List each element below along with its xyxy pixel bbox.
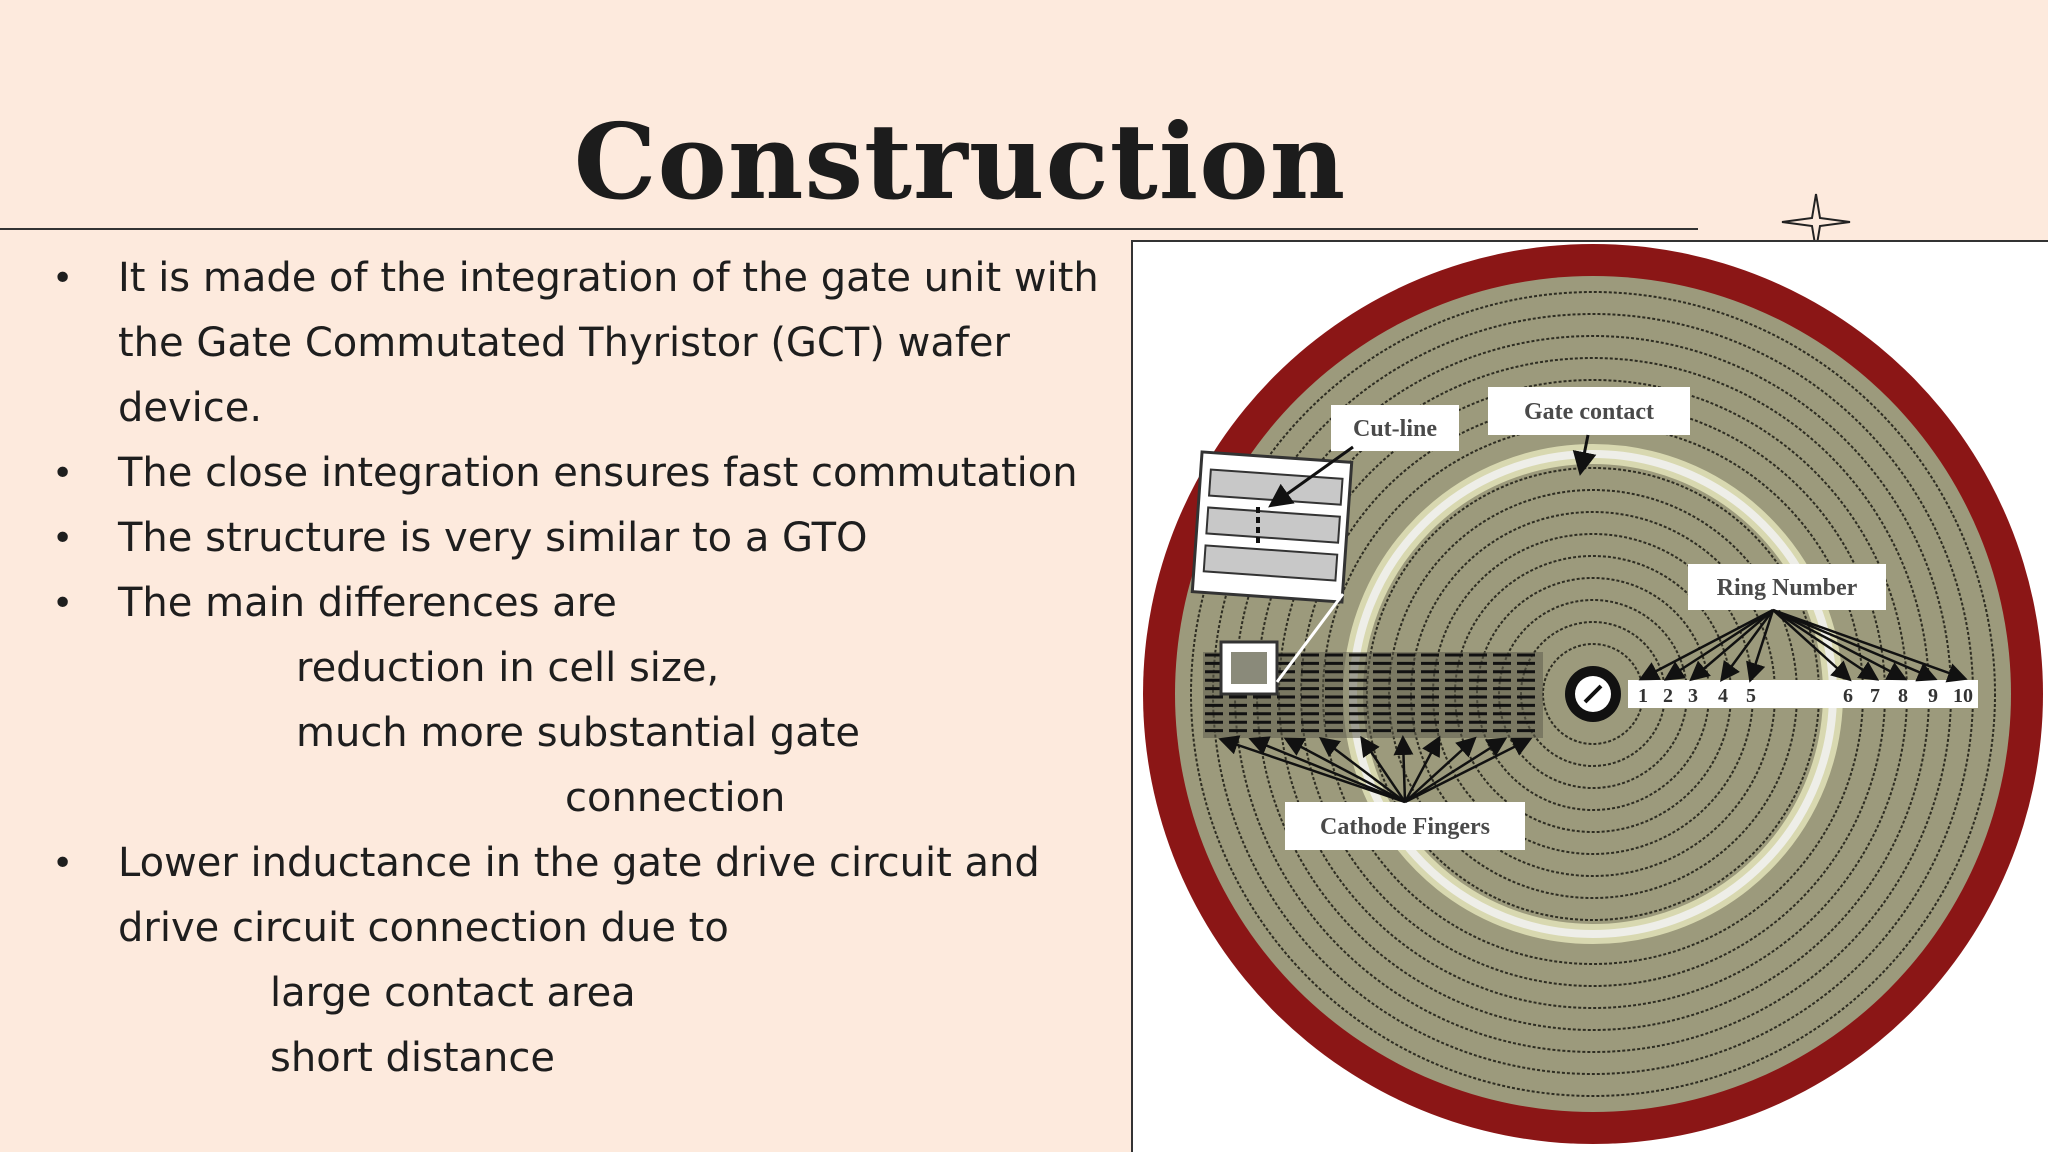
title-divider — [0, 228, 1698, 230]
bullet-list: • It is made of the integration of the g… — [0, 246, 1120, 1091]
annotation-arrow — [1393, 735, 1414, 803]
ring-number: 5 — [1746, 685, 1756, 707]
annotation-arrow — [1746, 609, 1775, 683]
reason-item: short distance — [270, 1035, 555, 1081]
bullet-dot-icon: • — [52, 453, 74, 494]
cathode-fingers-label-box — [1285, 802, 1525, 850]
bullet-line: drive circuit connection due to — [118, 905, 729, 951]
annotation-arrows — [1218, 434, 1968, 804]
bullet-line: the Gate Commutated Thyristor (GCT) wafe… — [118, 320, 1010, 366]
annotation-arrow — [1772, 609, 1852, 682]
bullet-item: • The close integration ensures fast com… — [0, 441, 1120, 506]
ring-number: 4 — [1718, 685, 1728, 707]
bullet-item: • The main differences are — [0, 571, 1120, 636]
bullet-line: device. — [118, 385, 263, 431]
inset-finger — [1205, 506, 1341, 544]
gate-contact-label-box — [1488, 387, 1690, 435]
ring-number: 2 — [1663, 685, 1673, 707]
annotation-arrow — [1403, 735, 1441, 803]
ring-number: 10 — [1953, 685, 1973, 707]
difference-item: connection — [565, 775, 786, 821]
bullet-line: The main differences are — [118, 580, 617, 626]
reason-item: large contact area — [270, 970, 636, 1016]
bullet-dot-icon: • — [52, 843, 74, 884]
bullet-line: It is made of the integration of the gat… — [118, 255, 1099, 301]
cathode-fingers-label: Cathode Fingers — [1320, 814, 1490, 840]
ring-number-label-box — [1688, 564, 1886, 610]
bullet-line: The close integration ensures fast commu… — [118, 450, 1078, 496]
ring-number: 8 — [1898, 685, 1908, 707]
inset-source-fill — [1231, 652, 1267, 684]
difference-item: reduction in cell size, — [296, 645, 720, 691]
annotation-arrow — [1772, 608, 1968, 683]
bullet-item: • It is made of the integration of the g… — [0, 246, 1120, 441]
bullet-dot-icon: • — [52, 258, 74, 299]
annotation-arrow — [1689, 609, 1774, 682]
annotation-arrow — [1772, 608, 1938, 682]
annotation-arrow — [1720, 609, 1775, 683]
ring-number: 1 — [1638, 685, 1648, 707]
annotation-arrow — [1663, 608, 1774, 681]
bullet-dot-icon: • — [52, 583, 74, 624]
bullet-item: • Lower inductance in the gate drive cir… — [0, 831, 1120, 961]
ring-number: 6 — [1843, 685, 1853, 707]
ring-number-strip — [1628, 680, 1978, 708]
cut-line-label: Cut-line — [1353, 416, 1437, 442]
annotation-arrow — [1772, 608, 1880, 681]
ring-number: 7 — [1870, 685, 1880, 707]
wafer-ring — [1190, 291, 1996, 1097]
annotation-arrow — [1404, 736, 1477, 803]
annotation-arrow — [1360, 735, 1407, 803]
annotation-arrow — [1248, 736, 1406, 804]
ring-number-label: Ring Number — [1717, 575, 1858, 601]
slide-title: Construction — [573, 100, 1347, 223]
bullet-dot-icon: • — [52, 518, 74, 559]
difference-item: much more substantial gate — [296, 710, 861, 756]
ring-number: 9 — [1928, 685, 1938, 707]
gate-contact-label: Gate contact — [1524, 399, 1654, 425]
bullet-line: Lower inductance in the gate drive circu… — [118, 840, 1040, 886]
annotation-arrow — [1772, 608, 1908, 681]
annotation-arrow — [1319, 736, 1406, 803]
bullet-item: • The structure is very similar to a GTO — [0, 506, 1120, 571]
annotation-arrow — [1404, 737, 1533, 804]
bullet-line: The structure is very similar to a GTO — [118, 515, 868, 561]
ring-number: 3 — [1688, 685, 1698, 707]
center-contact-mark — [1583, 684, 1603, 704]
cut-line-label-box — [1331, 405, 1459, 451]
annotation-arrow — [1283, 737, 1406, 804]
inset-finger — [1202, 544, 1339, 582]
annotation-arrow — [1404, 737, 1508, 804]
inset-connector — [1275, 593, 1345, 683]
